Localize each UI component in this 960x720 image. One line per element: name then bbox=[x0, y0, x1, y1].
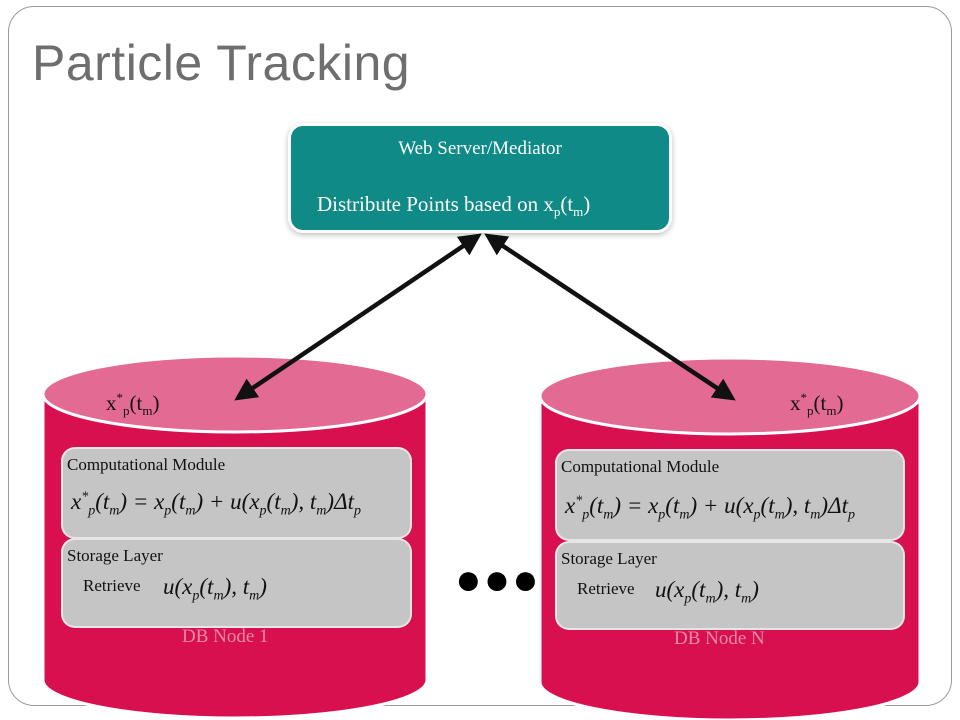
db-node-n-cylinder bbox=[538, 356, 922, 720]
node1-top-label: x*p(tm) bbox=[106, 390, 160, 419]
nodeN-storage-title: Storage Layer bbox=[561, 549, 657, 568]
arrow-server-nodeN bbox=[484, 233, 736, 401]
nodeN-compute-equation: x*p(tm) = xp(tm) + u(xp(tm), tm)Δtp bbox=[565, 493, 855, 523]
nodeN-computational-module: Computational Module x*p(tm) = xp(tm) + … bbox=[557, 451, 903, 539]
nodeN-storage-layer: Storage Layer Retrieve u(xp(tm), tm) bbox=[557, 543, 903, 628]
node1-storage-layer: Storage Layer Retrieve u(xp(tm), tm) bbox=[63, 540, 410, 626]
db-node-1-label: DB Node 1 bbox=[182, 626, 269, 647]
node1-compute-title: Computational Module bbox=[67, 455, 226, 474]
slide-title: Particle Tracking bbox=[32, 35, 411, 91]
node1-storage-title: Storage Layer bbox=[67, 546, 163, 565]
node1-compute-equation: x*p(tm) = xp(tm) + u(xp(tm), tm)Δtp bbox=[71, 489, 361, 519]
nodeN-retrieve-equation: u(xp(tm), tm) bbox=[655, 577, 759, 607]
nodeN-retrieve-label: Retrieve bbox=[577, 579, 635, 598]
more-nodes-ellipsis: ●●● bbox=[455, 555, 541, 604]
nodeN-compute-title: Computational Module bbox=[561, 457, 720, 476]
nodeN-top-label: x*p(tm) bbox=[790, 390, 844, 419]
arrow-server-node1 bbox=[234, 233, 482, 401]
web-server-mediator-box: Web Server/Mediator Distribute Points ba… bbox=[291, 126, 669, 230]
node1-computational-module: Computational Module x*p(tm) = xp(tm) + … bbox=[63, 449, 410, 537]
db-node-1-cylinder bbox=[41, 354, 429, 720]
server-description: Distribute Points based on xp(tm) bbox=[317, 192, 591, 220]
node1-retrieve-equation: u(xp(tm), tm) bbox=[163, 574, 267, 604]
server-heading: Web Server/Mediator bbox=[398, 138, 562, 159]
node1-retrieve-label: Retrieve bbox=[83, 576, 141, 595]
db-node-n-label: DB Node N bbox=[674, 628, 765, 649]
